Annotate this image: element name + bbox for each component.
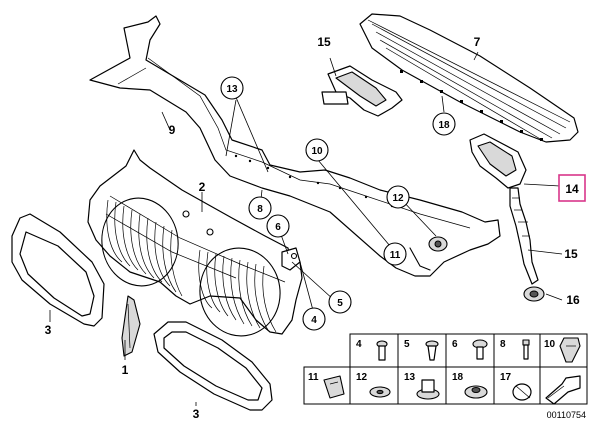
callout-14-highlight[interactable]: 14 xyxy=(558,174,586,202)
grille-frame-right-part xyxy=(153,321,273,411)
hose-clamp-icon xyxy=(512,383,532,401)
callout-8: 8 xyxy=(257,204,263,215)
callout-11: 11 xyxy=(390,250,401,261)
center-trim-part xyxy=(121,295,141,357)
bolt-icon xyxy=(472,339,488,360)
legend-item-11: 11 xyxy=(308,372,319,383)
callout-2: 2 xyxy=(199,180,206,194)
expansion-nut-icon xyxy=(559,337,581,363)
legend-item-4: 4 xyxy=(356,339,362,350)
callout-1: 1 xyxy=(122,363,129,377)
legend-item-10: 10 xyxy=(544,339,556,350)
hose-clip-part xyxy=(523,286,545,302)
lower-grille-part xyxy=(359,13,579,143)
legend-item-18: 18 xyxy=(452,372,464,383)
washer-icon xyxy=(369,386,391,398)
legend-item-13: 13 xyxy=(404,372,416,383)
leader-lines xyxy=(49,51,563,406)
pin-icon xyxy=(522,339,530,360)
callout-9: 9 xyxy=(169,123,176,137)
hardware-legend: 4 5 6 8 10 11 12 13 18 17 xyxy=(303,333,588,405)
diagram-id: 00110754 xyxy=(547,410,586,420)
legend-item-12: 12 xyxy=(356,372,368,383)
clip-icon xyxy=(323,375,345,399)
cap-nut-icon xyxy=(464,385,488,399)
screw-icon xyxy=(376,340,388,361)
bracket-part xyxy=(281,247,301,271)
callout-15-top: 15 xyxy=(317,35,331,49)
callout-16: 16 xyxy=(566,293,580,307)
callout-13: 13 xyxy=(226,84,238,95)
callout-6: 6 xyxy=(275,222,281,233)
legend-item-5: 5 xyxy=(404,339,410,350)
callout-4: 4 xyxy=(311,315,317,326)
callout-10: 10 xyxy=(311,146,323,157)
arrow-wedge-icon xyxy=(545,375,581,405)
legend-item-17: 17 xyxy=(500,372,512,383)
legend-item-8: 8 xyxy=(500,339,506,350)
grille-carrier-part xyxy=(87,149,303,337)
rivet-icon xyxy=(425,340,439,361)
callout-3-right: 3 xyxy=(193,407,200,421)
callout-5: 5 xyxy=(337,298,343,309)
air-duct-part xyxy=(321,65,403,117)
callout-12: 12 xyxy=(392,193,404,204)
callout-18: 18 xyxy=(438,120,450,131)
grille-frame-left-part xyxy=(11,213,105,327)
intake-duct-part xyxy=(469,133,527,189)
callout-14: 14 xyxy=(565,182,579,196)
circled-callouts: 13 10 12 11 8 6 4 5 18 xyxy=(220,76,456,331)
callout-labels: 1 2 3 3 9 7 15 15 16 xyxy=(45,35,580,421)
callout-7: 7 xyxy=(474,35,481,49)
callout-15-hose: 15 xyxy=(564,247,578,261)
legend-item-6: 6 xyxy=(452,339,458,350)
grommet-icon xyxy=(416,379,440,400)
callout-3-left: 3 xyxy=(45,323,52,337)
intake-hose-part xyxy=(509,187,539,285)
